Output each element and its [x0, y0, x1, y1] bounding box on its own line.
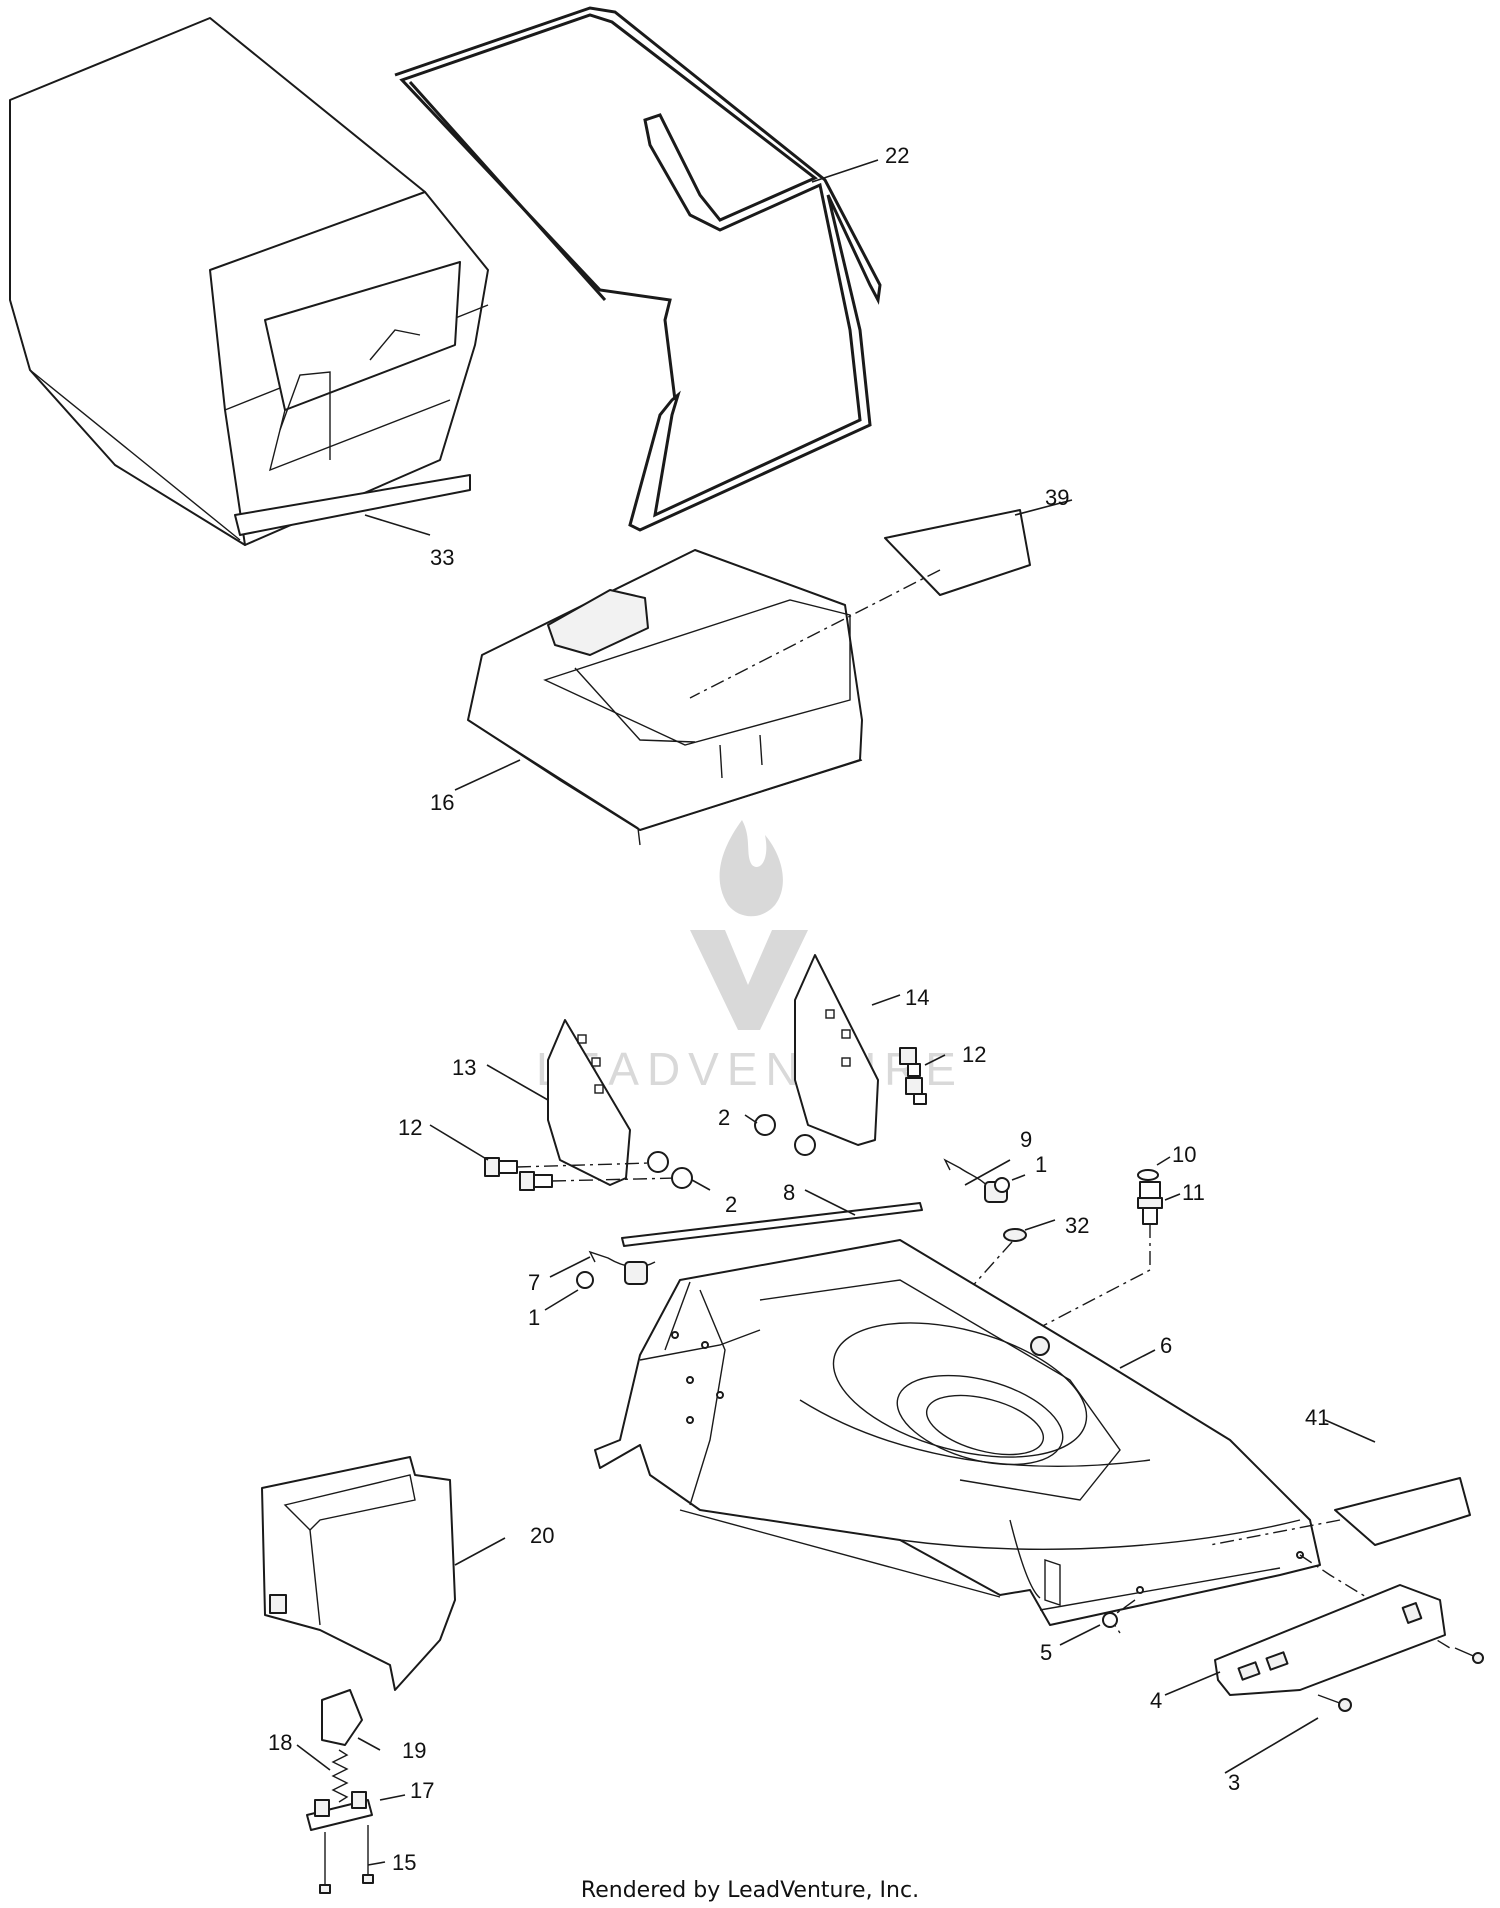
bag-frame-part-22	[394, 6, 882, 532]
callout-22: 22	[885, 143, 909, 168]
door-part-20	[261, 1456, 456, 1691]
leadventure-watermark-logo: LEADVENTURE	[536, 820, 964, 1095]
callout-1: 1	[1035, 1152, 1047, 1177]
nut-part-2	[647, 1114, 816, 1189]
callout-39: 39	[1045, 485, 1069, 510]
spring-part-18	[331, 1749, 349, 1803]
callouts: 33 22 39 16 14 13 12 12 2 2 9 1 10 11 8 …	[268, 143, 1329, 1875]
rear-cover-part-16	[467, 549, 863, 846]
callout-32: 32	[1065, 1213, 1089, 1238]
callout-16: 16	[430, 790, 454, 815]
footer-credit: Rendered by LeadVenture, Inc.	[580, 1878, 920, 1903]
bumper-part-4	[1214, 1584, 1446, 1696]
latch-part-19	[321, 1689, 363, 1746]
leader-lines	[296, 159, 1376, 1866]
nut-part-1-lower	[576, 1271, 594, 1289]
callout-12: 12	[962, 1042, 986, 1067]
nut-part-1-upper	[994, 1177, 1010, 1193]
decal-part-41	[1334, 1477, 1471, 1546]
bracket-part-17	[306, 1791, 373, 1831]
bolt-part-12	[484, 1047, 927, 1191]
fitting-part-11	[1137, 1181, 1163, 1225]
rod-part-8	[621, 1202, 923, 1247]
grass-bag-part-33	[9, 17, 489, 546]
washer-part-32	[1003, 1228, 1027, 1242]
callout-10: 10	[1172, 1142, 1196, 1167]
callout-14: 14	[905, 985, 929, 1010]
callout-5: 5	[1040, 1640, 1052, 1665]
baffle-part-14	[794, 954, 879, 1146]
callout-6: 6	[1160, 1333, 1172, 1358]
nut-part-5	[1102, 1612, 1118, 1628]
watermark-text: LEADVENTURE	[536, 1043, 964, 1095]
callout-9: 9	[1020, 1127, 1032, 1152]
bolt-12-line-b	[551, 1177, 679, 1182]
callout-2: 2	[725, 1192, 737, 1217]
callout-3: 3	[1228, 1770, 1240, 1795]
callout-2: 2	[718, 1105, 730, 1130]
callout-11: 11	[1182, 1180, 1205, 1205]
washer-part-10	[1137, 1169, 1159, 1181]
callout-20: 20	[530, 1523, 554, 1548]
bolt-12-line-a	[516, 1162, 651, 1168]
callout-13: 13	[452, 1055, 476, 1080]
spring-part-7	[588, 1250, 656, 1285]
baffle-part-13	[547, 1019, 631, 1186]
callout-12: 12	[398, 1115, 422, 1140]
decal-39-alignment-line	[689, 569, 941, 699]
callout-8: 8	[783, 1180, 795, 1205]
screw-part-3	[1317, 1647, 1484, 1712]
callout-33: 33	[430, 545, 454, 570]
fitting-11-line	[1034, 1224, 1151, 1349]
decal-41-alignment-line	[1209, 1519, 1341, 1546]
callout-17: 17	[410, 1778, 434, 1803]
decal-part-39	[884, 509, 1031, 596]
callout-7: 7	[528, 1270, 540, 1295]
callout-15: 15	[392, 1850, 416, 1875]
deck-part-6	[594, 1239, 1321, 1626]
screw-part-15	[319, 1825, 374, 1894]
callout-1: 1	[528, 1305, 540, 1330]
callout-19: 19	[402, 1738, 426, 1763]
callout-41: 41	[1305, 1405, 1329, 1430]
callout-4: 4	[1150, 1688, 1162, 1713]
callout-18: 18	[268, 1730, 292, 1755]
